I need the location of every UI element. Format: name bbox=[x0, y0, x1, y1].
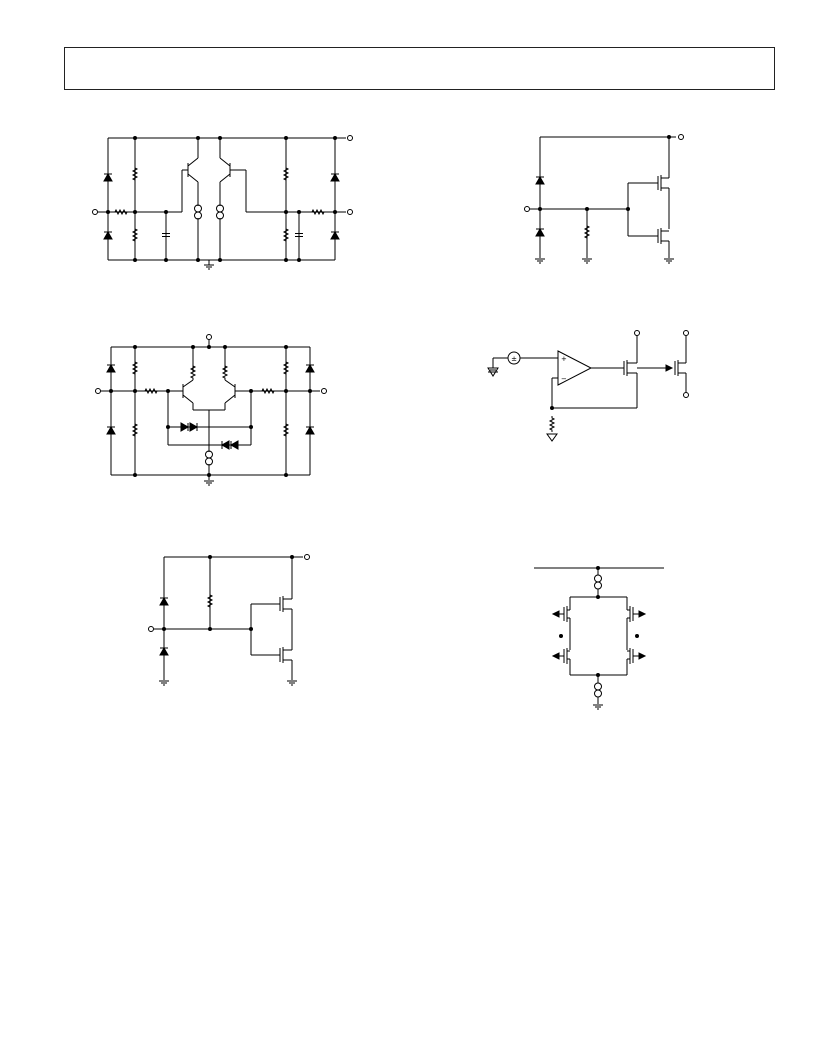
fig-bipolar-differential-input-protection bbox=[92, 135, 353, 270]
fig-cmos-complementary-current-source-stage bbox=[534, 566, 664, 710]
fig-cmos-input-protection-with-resistor bbox=[524, 134, 684, 264]
fig-jfet-differential-input-protection bbox=[95, 334, 327, 486]
op-amp-icon bbox=[557, 350, 593, 386]
op-amp-plus-label: + bbox=[561, 355, 567, 363]
fig-cmos-input-protection-diode-clamp bbox=[148, 554, 310, 686]
input-pin-inverting bbox=[92, 209, 98, 215]
op-amp-minus-label: − bbox=[561, 375, 567, 383]
input-pin-noninverting bbox=[347, 209, 353, 215]
voltage-source-label: ± bbox=[511, 355, 517, 363]
fig-op-amp-driving-jfet-buffer: ± + − bbox=[487, 330, 689, 442]
page-header-box bbox=[64, 47, 775, 90]
supply-pin-positive bbox=[347, 135, 353, 141]
